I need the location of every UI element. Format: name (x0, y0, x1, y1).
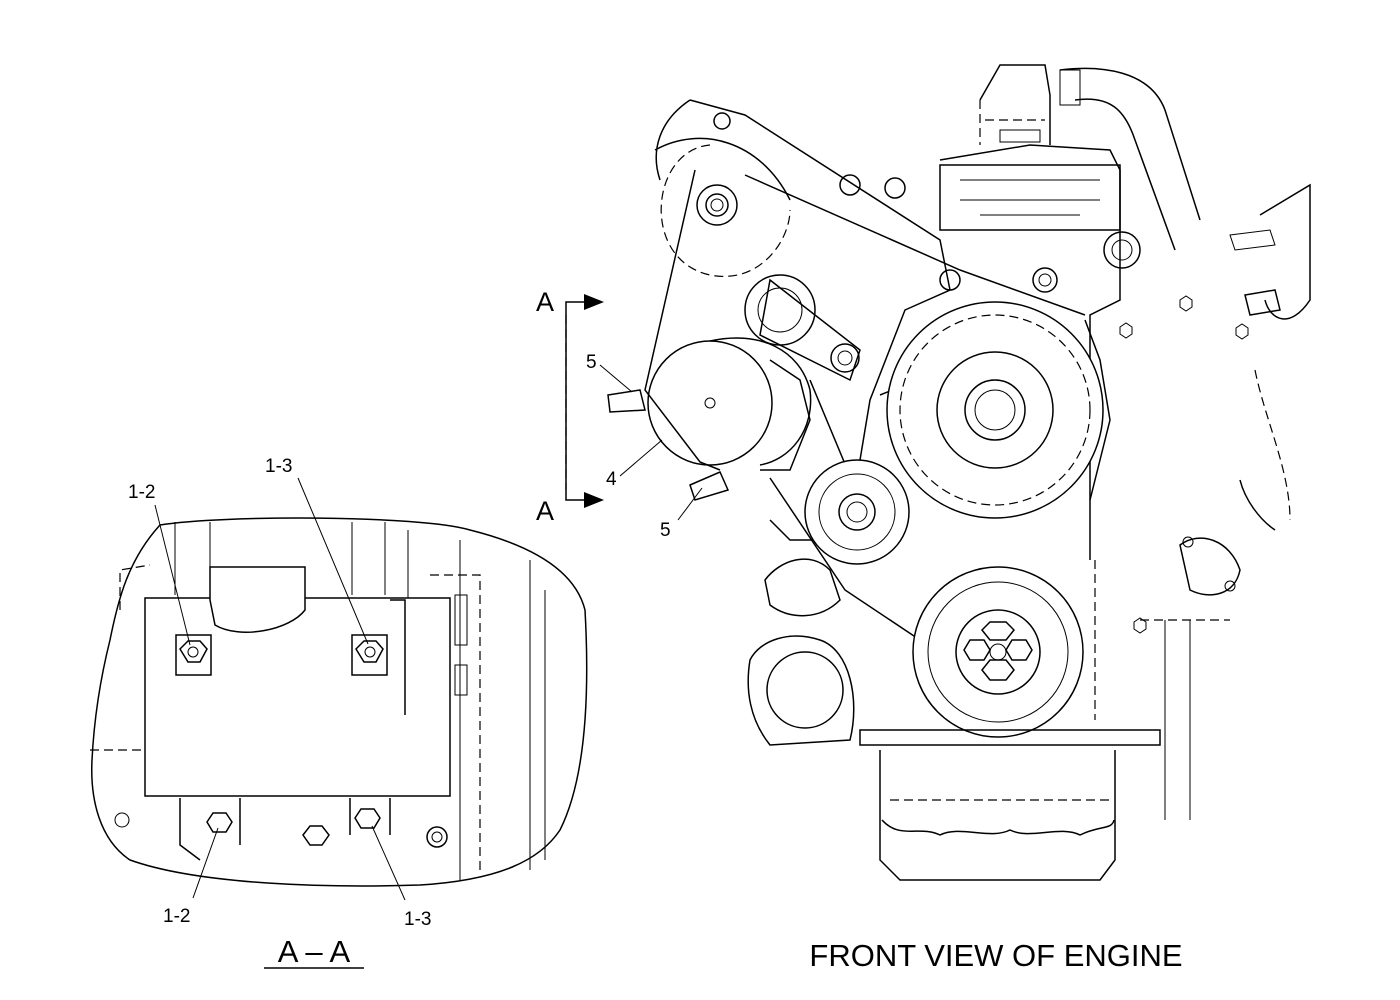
section-title: A – A (278, 934, 351, 969)
section-marker-top-label: A (536, 287, 554, 317)
callout-1-3-top: 1-3 (265, 456, 292, 477)
callout-5-lower: 5 (660, 520, 671, 541)
callout-1-2-top: 1-2 (128, 482, 155, 503)
section-a-a-detail (90, 477, 588, 901)
engine-front-view (599, 64, 1311, 881)
callout-1-2-bottom: 1-2 (163, 906, 190, 927)
callout-4-alternator: 4 (606, 469, 617, 490)
callout-1-3-bottom: 1-3 (404, 909, 431, 930)
callout-5-upper: 5 (586, 352, 597, 373)
front-view-title: FRONT VIEW OF ENGINE (809, 938, 1182, 973)
section-marker-bottom-label: A (536, 496, 554, 526)
section-marker (565, 294, 604, 508)
